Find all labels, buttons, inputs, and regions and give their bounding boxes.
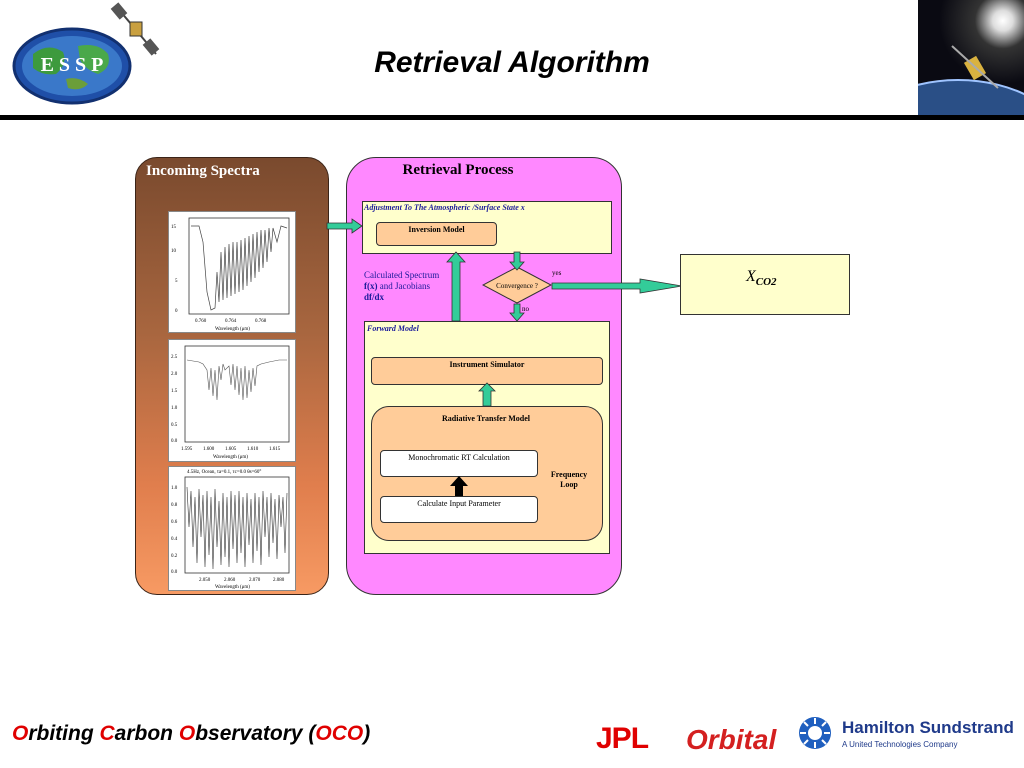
- frequency-loop-label: Frequency Loop: [542, 470, 596, 490]
- spectrum-2-xlabel: Wavelength (μm): [213, 455, 248, 460]
- inversion-model-box: Inversion Model: [376, 222, 497, 246]
- spectrum-plot-1: 15 10 5 0 0.760 0.764 0.768 Wavelength (…: [168, 211, 296, 333]
- spectrum-2-xtick-5: 1.615: [269, 447, 281, 452]
- fx-term: f(x): [364, 281, 378, 291]
- spectrum-3-xlabel: Wavelength (μm): [215, 585, 250, 590]
- adjustment-label: Adjustment To The Atmospheric /Surface S…: [364, 203, 525, 212]
- hamilton-sundstrand-icon: [798, 716, 832, 750]
- spectrum-3-ytick-4: 0.4: [171, 537, 178, 542]
- spectrum-3-xtick-4: 2.080: [273, 578, 285, 583]
- spectrum-3-ytick-3: 0.6: [171, 520, 178, 525]
- dfdx-term: df/dx: [364, 292, 385, 302]
- monochromatic-rt-box: Monochromatic RT Calculation: [380, 450, 538, 477]
- spectrum-3-ytick-1: 1.0: [171, 486, 178, 491]
- spectrum-2-xtick-4: 1.610: [247, 447, 259, 452]
- jpl-logo: JPL: [596, 722, 649, 755]
- spectrum-3-xtick-2: 2.060: [224, 578, 236, 583]
- arrow-convergence-yes: [551, 278, 683, 294]
- footer-close: ): [363, 722, 371, 745]
- calculated-spectrum-line: Calculated Spectrum: [364, 270, 440, 280]
- spectrum-2-ytick-1: 2.5: [171, 355, 178, 360]
- spectrum-1-xtick-2: 0.764: [225, 319, 237, 324]
- spectrum-2-ytick-6: 0.0: [171, 439, 178, 444]
- footer-o2: O: [178, 722, 196, 745]
- arrow-spectra-to-process: [326, 218, 363, 234]
- hamilton-sundstrand-subtitle: A United Technologies Company: [842, 740, 958, 749]
- retrieval-process-title: Retrieval Process: [402, 162, 514, 178]
- satellite-icon: [110, 2, 162, 63]
- frequency-loop-line2: Loop: [560, 480, 578, 489]
- page-title: Retrieval Algorithm: [374, 46, 650, 79]
- spectrum-1-ytick-4: 0: [175, 309, 178, 314]
- footer-o1: O: [12, 722, 29, 745]
- arrow-forward-to-adjustment: [446, 251, 466, 322]
- spectrum-2-ytick-2: 2.0: [171, 372, 178, 377]
- spectrum-1-xlabel: Wavelength (μm): [215, 327, 250, 332]
- spectrum-1-xtick-3: 0.768: [255, 319, 267, 324]
- footer-bservatory: bservatory (: [195, 722, 316, 745]
- satellite-photo: [918, 0, 1024, 115]
- spectrum-3-xtick-3: 2.070: [249, 578, 261, 583]
- footer-arbon: arbon: [114, 722, 179, 745]
- forward-model-label: Forward Model: [367, 324, 419, 333]
- footer-title: Orbiting Carbon Observatory (OCO): [12, 722, 370, 746]
- arrow-rtm-to-instrument: [478, 382, 496, 407]
- calculated-spectrum-text: Calculated Spectrum f(x) and Jacobians d…: [364, 270, 439, 303]
- frequency-loop-line1: Frequency: [550, 470, 588, 479]
- arrow-input-to-mono: [450, 476, 468, 496]
- hamilton-sundstrand-logo: Hamilton Sundstrand: [842, 718, 1014, 737]
- no-label: no: [522, 305, 529, 313]
- spectrum-2-xtick-3: 1.605: [225, 447, 237, 452]
- essp-logo: E S S P: [8, 24, 136, 106]
- orbital-logo: Orbital: [686, 724, 777, 755]
- spectrum-plot-2: 2.5 2.0 1.5 1.0 0.5 0.0 1.595 1.600 1.60…: [168, 339, 296, 462]
- spectrum-2-xtick-2: 1.600: [203, 447, 215, 452]
- spectrum-plot-3: 4.5Hz, Ocean, τa=0.1, τc=0.0 θs=60° 1.0 …: [168, 466, 296, 591]
- jacobians-line: f(x) and Jacobians: [364, 281, 439, 292]
- spectrum-3-ytick-5: 0.2: [171, 554, 178, 559]
- jacobians-term: and Jacobians: [377, 281, 430, 291]
- essp-logo-text: E S S P: [40, 54, 104, 76]
- spectrum-3-ytick-6: 0.0: [171, 570, 178, 575]
- header-rule: [0, 115, 1024, 120]
- spectrum-1-xtick-1: 0.760: [195, 319, 207, 324]
- footer-oco: OCO: [315, 722, 364, 745]
- spectrum-2-xtick-1: 1.595: [181, 447, 193, 452]
- radiative-transfer-label: Radiative Transfer Model: [442, 414, 530, 423]
- footer-rbiting: rbiting: [28, 722, 100, 745]
- spectrum-3-xtick-1: 2.050: [199, 578, 211, 583]
- calculate-input-box: Calculate Input Parameter: [380, 496, 538, 523]
- spectrum-1-ytick-1: 15: [171, 225, 177, 230]
- convergence-diamond: [481, 266, 553, 304]
- spectrum-3-header: 4.5Hz, Ocean, τa=0.1, τc=0.0 θs=60°: [187, 470, 261, 475]
- footer-c1: C: [99, 722, 115, 745]
- incoming-spectra-title: Incoming Spectra: [146, 163, 260, 179]
- arrow-convergence-no: [509, 303, 525, 322]
- spectrum-2-ytick-5: 0.5: [171, 423, 178, 428]
- spectrum-1-ytick-3: 5: [175, 279, 178, 284]
- convergence-label: Convergence ?: [496, 282, 538, 290]
- instrument-simulator-box: Instrument Simulator: [371, 357, 603, 385]
- xco2-output-box: [680, 254, 850, 315]
- spectrum-3-ytick-2: 0.8: [171, 503, 178, 508]
- spectrum-2-ytick-3: 1.5: [171, 389, 178, 394]
- spectrum-2-ytick-4: 1.0: [171, 406, 178, 411]
- arrow-inversion-to-convergence: [509, 251, 525, 271]
- xco2-main: X: [746, 268, 756, 285]
- xco2-sub: CO2: [755, 276, 777, 289]
- yes-label: yes: [552, 269, 562, 277]
- xco2-label: XCO2: [746, 268, 777, 288]
- spectrum-1-ytick-2: 10: [171, 249, 177, 254]
